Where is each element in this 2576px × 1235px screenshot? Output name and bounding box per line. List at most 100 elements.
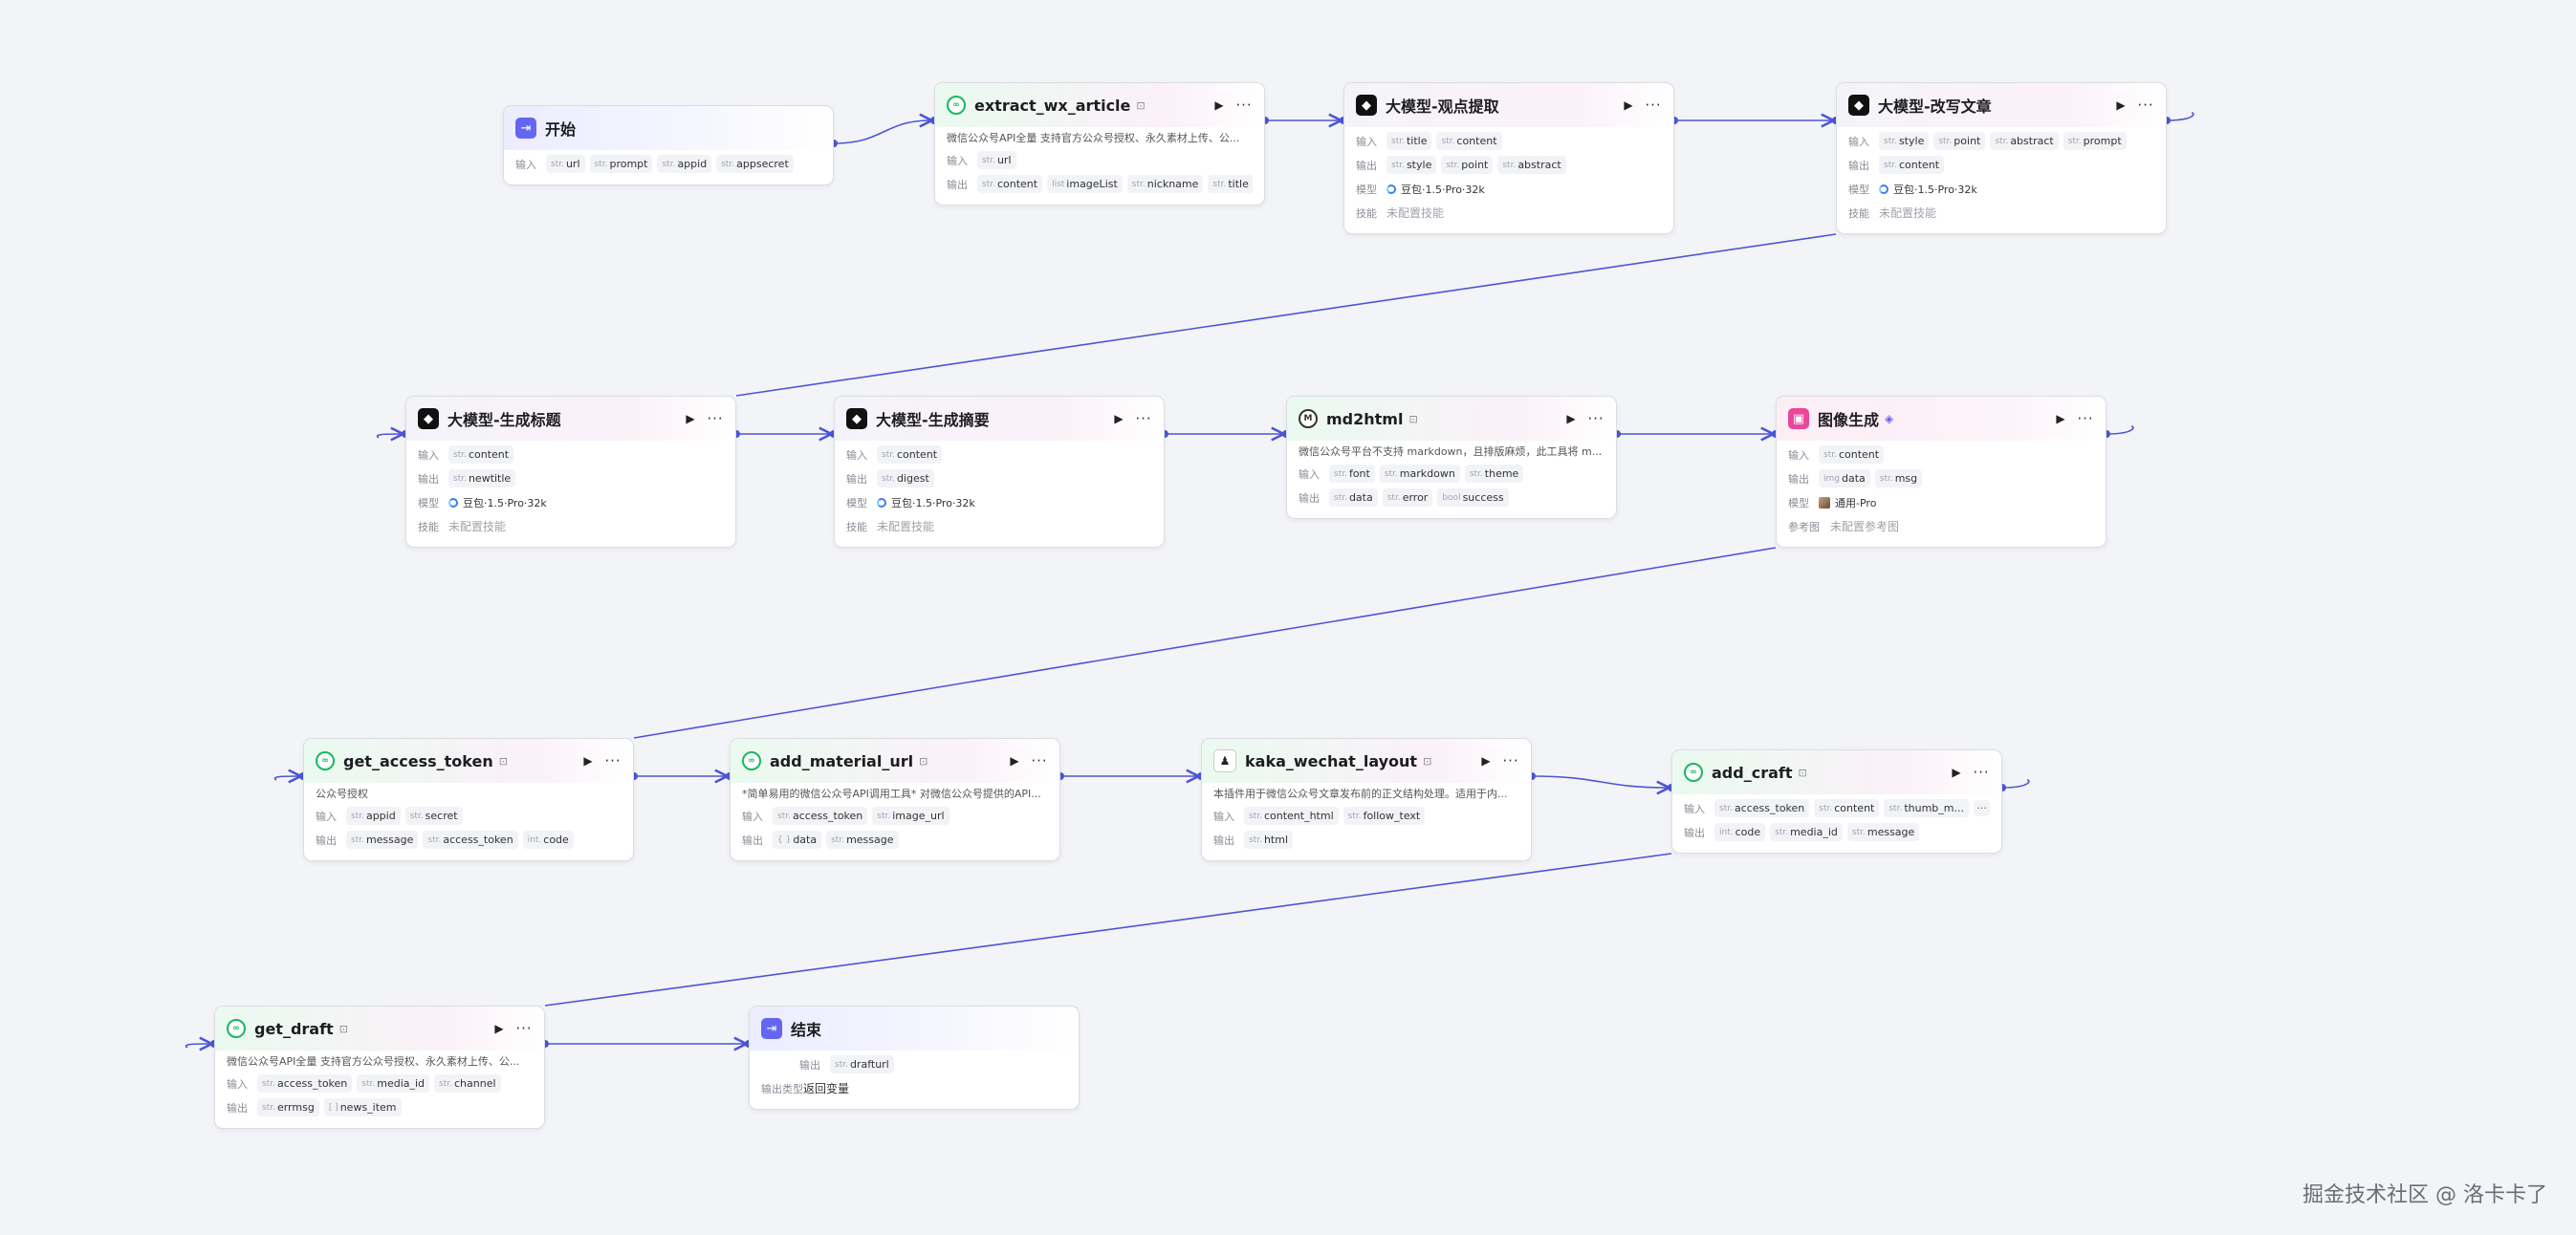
node-kaka[interactable]: ♟kaka_wechat_layout⊡▶···本插件用于微信公众号文章发布前的… [1201,738,1532,861]
more-options-button[interactable]: ··· [1587,410,1605,427]
param-name: image_url [892,810,945,822]
param-name: access_token [1734,802,1805,814]
param-type: str. [1502,160,1517,170]
unconfigured-text: 未配置技能 [877,520,935,533]
node-description: 微信公众号API全量 支持官方公众号授权、永久素材上传、公... [947,132,1240,144]
model-name: 豆包·1.5·Pro·32k [463,496,547,509]
more-options-button[interactable]: ··· [2077,410,2094,427]
run-test-button[interactable]: ▶ [686,412,695,425]
node-title: 大模型-生成标题 [448,411,561,429]
run-test-button[interactable]: ▶ [2116,98,2126,112]
param-chip: str.data [1329,488,1378,507]
plugin-badge-icon: ⊡ [1423,754,1432,768]
param-name: msg [1894,472,1918,485]
param-chip: str.message [346,831,419,849]
row-label: 输入 [947,154,968,167]
node-header: ∞get_draft⊡▶··· [215,1007,544,1051]
run-test-button[interactable]: ▶ [1214,98,1224,112]
param-type: str. [1446,160,1460,170]
node-title: get_draft [254,1019,334,1038]
run-test-button[interactable]: ▶ [1952,766,1961,779]
more-options-button[interactable]: ··· [1502,752,1519,769]
param-chip: str.secret [404,807,463,825]
node-extract[interactable]: ∞extract_wx_article⊡▶···微信公众号API全量 支持官方公… [934,82,1265,206]
more-options-button[interactable]: ··· [1645,97,1662,114]
param-chip: str.url [546,155,585,173]
run-test-button[interactable]: ▶ [494,1022,504,1035]
run-test-button[interactable]: ▶ [1114,412,1124,425]
more-options-button[interactable]: ··· [2137,97,2154,114]
param-name: errmsg [276,1101,315,1114]
run-test-button[interactable]: ▶ [1566,412,1576,425]
row-label: 技能 [846,520,867,533]
node-description: *简单易用的微信公众号API调用工具* 对微信公众号提供的API... [742,788,1041,800]
run-test-button[interactable]: ▶ [1481,754,1491,768]
node-header: ◆大模型-改写文章▶··· [1837,83,2166,127]
node-description: 公众号授权 [316,788,368,800]
param-name: content [996,178,1038,190]
node-title: add_craft [1712,763,1793,782]
more-options-button[interactable]: ··· [604,752,622,769]
node-row: 技能未配置技能 [846,514,1152,538]
param-type: str. [777,811,791,821]
param-type: str. [721,159,735,169]
param-type: str. [361,1078,376,1089]
row-label: 输入 [418,448,439,462]
param-type: str. [1347,811,1362,821]
more-options-button[interactable]: ··· [1031,752,1048,769]
param-type: str. [1888,803,1903,813]
param-name: title [1228,178,1249,190]
param-chip: { }data [773,831,822,849]
node-title: md2html [1326,409,1404,428]
param-type: str. [262,1102,275,1113]
more-params-chip[interactable]: ··· [1973,800,1990,816]
run-test-button[interactable]: ▶ [2056,412,2065,425]
row-label: 输出 [1299,491,1320,505]
row-label: 技能 [418,520,439,533]
more-options-button[interactable]: ··· [1135,410,1152,427]
param-type: str. [982,179,995,189]
more-options-button[interactable]: ··· [707,410,724,427]
param-chip: str.style [1879,132,1930,150]
model-chip: 通用-Pro [1819,495,1876,510]
unconfigured-text: 未配置技能 [448,520,507,533]
param-type: str. [351,811,364,821]
run-test-button[interactable]: ▶ [1010,754,1019,768]
param-chip: str.title [1386,132,1432,150]
param-name: access_token [792,810,863,822]
model-chip: 豆包·1.5·Pro·32k [1879,182,1977,197]
more-options-button[interactable]: ··· [515,1020,533,1037]
node-title: 大模型-生成摘要 [876,411,990,429]
more-options-button[interactable]: ··· [1973,764,1990,781]
run-test-button[interactable]: ▶ [583,754,593,768]
node-getdraft[interactable]: ∞get_draft⊡▶···微信公众号API全量 支持官方公众号授权、永久素材… [214,1006,545,1129]
param-chip: str.content [1819,445,1885,464]
more-options-button[interactable]: ··· [1235,97,1253,114]
node-addmaterial[interactable]: ∞add_material_url⊡▶···*简单易用的微信公众号API调用工具… [730,738,1060,861]
row-label: 输出 [1356,159,1377,172]
param-type: str. [1249,811,1262,821]
param-type: str. [982,155,995,165]
param-chip: str.url [977,151,1016,169]
node-header: ◆大模型-生成摘要▶··· [835,397,1164,441]
run-test-button[interactable]: ▶ [1624,98,1633,112]
